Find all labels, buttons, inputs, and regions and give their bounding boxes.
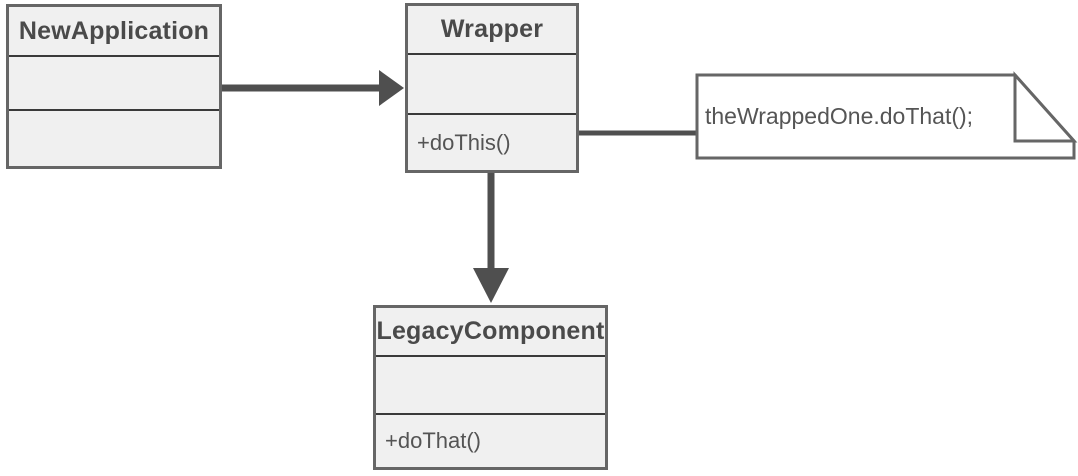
attributes-compartment	[9, 57, 219, 111]
arrow-wrapper-to-legacycomponent	[473, 172, 509, 303]
methods-compartment: +doThis()	[417, 129, 511, 155]
class-name: Wrapper	[408, 6, 576, 55]
note-body	[695, 73, 1076, 160]
arrow-newapplication-to-wrapper	[221, 70, 404, 106]
class-name: LegacyComponent	[376, 308, 605, 357]
note-fold-corner-icon	[1013, 71, 1078, 143]
methods-compartment: +doThat()	[385, 428, 481, 453]
arrowhead-icon	[379, 70, 404, 106]
arrowhead-icon	[473, 268, 509, 303]
class-wrapper: Wrapper +doThis()	[405, 3, 579, 173]
class-legacycomponent: LegacyComponent +doThat()	[373, 305, 608, 470]
methods-compartment	[9, 111, 219, 166]
note-shape	[695, 71, 1078, 160]
attributes-compartment	[376, 357, 605, 415]
class-newapplication: NewApplication	[6, 4, 222, 169]
class-name: NewApplication	[9, 7, 219, 57]
note-text: theWrappedOne.doThat();	[705, 103, 974, 129]
attributes-compartment	[408, 55, 576, 115]
